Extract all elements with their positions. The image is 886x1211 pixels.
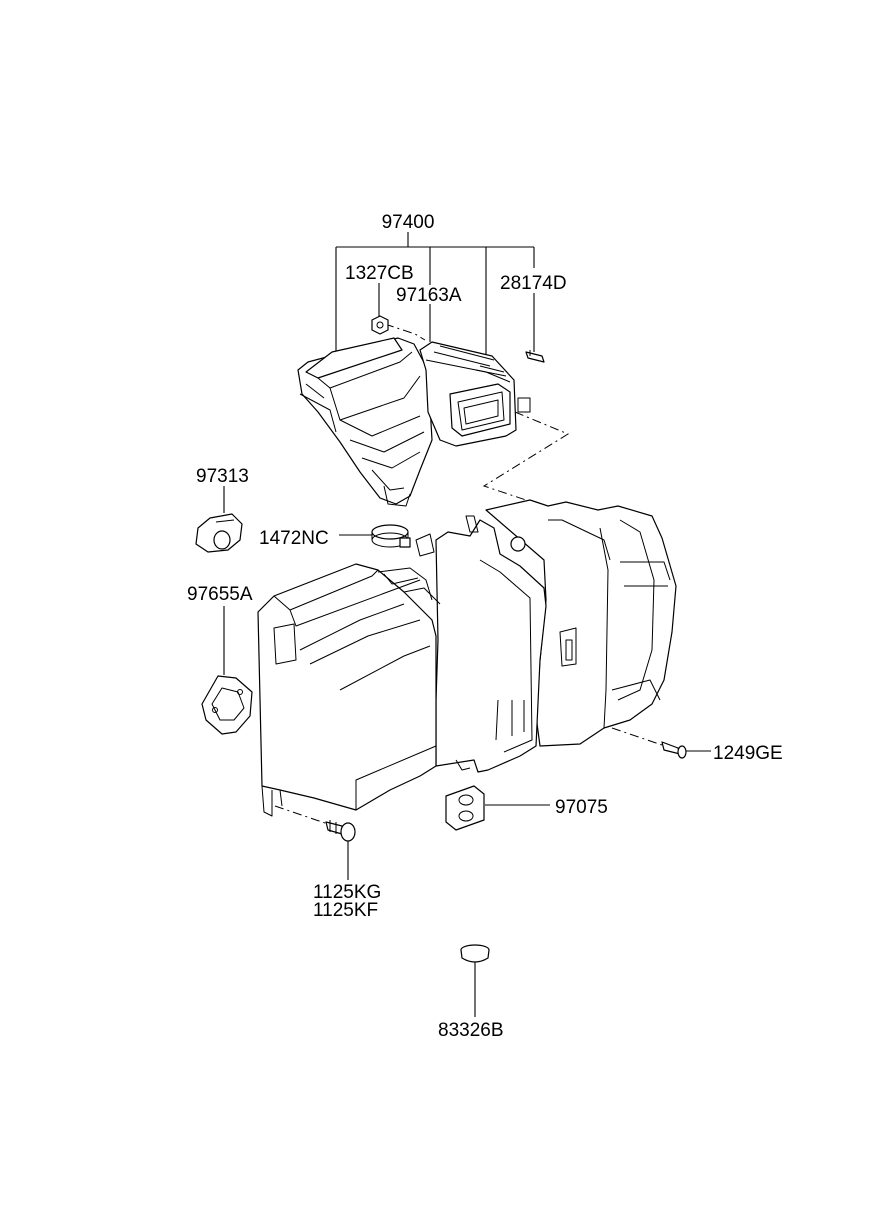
part-labels: 97400 1327CB 97163A 28174D 97313 1472NC …	[187, 212, 783, 1041]
label-97655A: 97655A	[187, 584, 253, 605]
label-97075: 97075	[555, 797, 608, 818]
label-1125KF: 1125KF	[313, 900, 378, 921]
label-1472NC: 1472NC	[259, 528, 329, 549]
label-1327CB: 1327CB	[345, 263, 414, 284]
bolt-icon	[325, 820, 356, 842]
label-28174D: 28174D	[500, 273, 567, 294]
leader-lines	[223, 232, 711, 1017]
label-1249GE: 1249GE	[713, 743, 783, 764]
hose-clamp-icon	[371, 524, 411, 548]
heater-unit	[257, 499, 677, 817]
screw-icon	[661, 741, 687, 759]
label-97163A: 97163A	[396, 285, 462, 306]
blower-housing	[297, 337, 531, 507]
gasket-icon	[201, 675, 253, 735]
nut-icon	[371, 315, 389, 335]
label-1125KG: 1125KG	[313, 882, 381, 903]
label-97313: 97313	[196, 466, 249, 487]
label-97400: 97400	[382, 212, 435, 233]
seal-pad-icon	[445, 785, 485, 831]
plug-icon	[460, 944, 490, 963]
clip-icon	[525, 350, 545, 363]
label-83326B: 83326B	[438, 1020, 504, 1041]
grommet-icon	[195, 513, 243, 553]
